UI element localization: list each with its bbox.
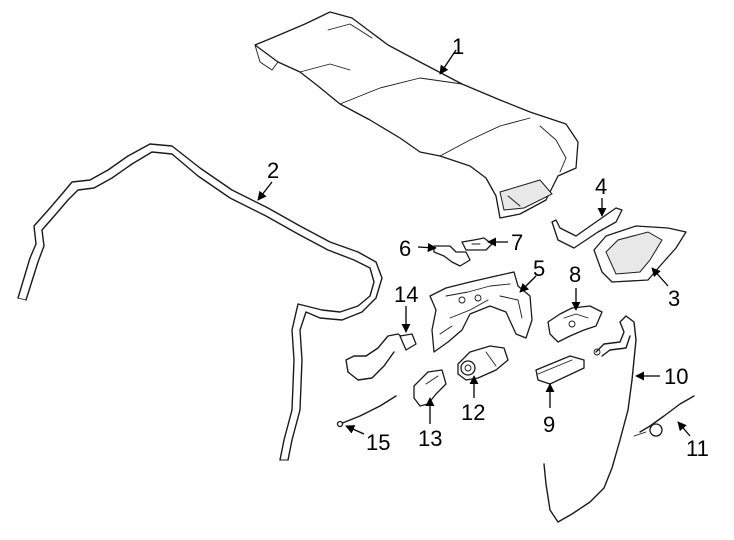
leader-5	[519, 275, 537, 293]
callout-6: 6	[399, 236, 411, 261]
callout-3: 3	[668, 286, 680, 311]
latch-part	[547, 305, 603, 343]
support-rod-part	[336, 395, 397, 428]
callout-12: 12	[461, 400, 485, 425]
callout-14: 14	[394, 282, 418, 307]
callout-15: 15	[366, 430, 390, 455]
callout-2: 2	[267, 158, 279, 183]
clip-part	[433, 245, 471, 267]
weatherstrip-seal-part	[17, 143, 383, 461]
callout-labels: 1 2 3 4 5 6 7 8 9 10 11 12 13 14 15	[267, 34, 709, 461]
actuator-part	[457, 345, 509, 381]
panel-bracket-part	[593, 225, 687, 283]
callout-10: 10	[664, 364, 688, 389]
leader-6	[417, 243, 437, 253]
bracket-part-13	[413, 369, 447, 407]
sensor-part	[633, 395, 695, 437]
leader-lines	[257, 49, 691, 437]
callout-1: 1	[452, 34, 464, 59]
cover-part	[535, 355, 585, 385]
callout-7: 7	[511, 230, 523, 255]
leader-11	[677, 421, 691, 437]
callout-9: 9	[543, 412, 555, 437]
clip-part-7	[461, 237, 493, 251]
callout-5: 5	[533, 256, 545, 281]
trunk-lid-part	[254, 11, 579, 219]
leader-2	[257, 181, 273, 201]
hinge-assembly-part	[429, 271, 533, 353]
leader-3	[651, 267, 669, 287]
callout-13: 13	[418, 426, 442, 451]
leader-1	[439, 49, 457, 75]
callout-4: 4	[595, 174, 607, 199]
callout-8: 8	[569, 262, 581, 287]
wiring-harness-part	[345, 333, 417, 381]
strip-bracket-part	[551, 207, 623, 249]
callout-11: 11	[686, 436, 709, 461]
release-cable-part	[543, 315, 637, 523]
leader-15	[345, 425, 365, 435]
